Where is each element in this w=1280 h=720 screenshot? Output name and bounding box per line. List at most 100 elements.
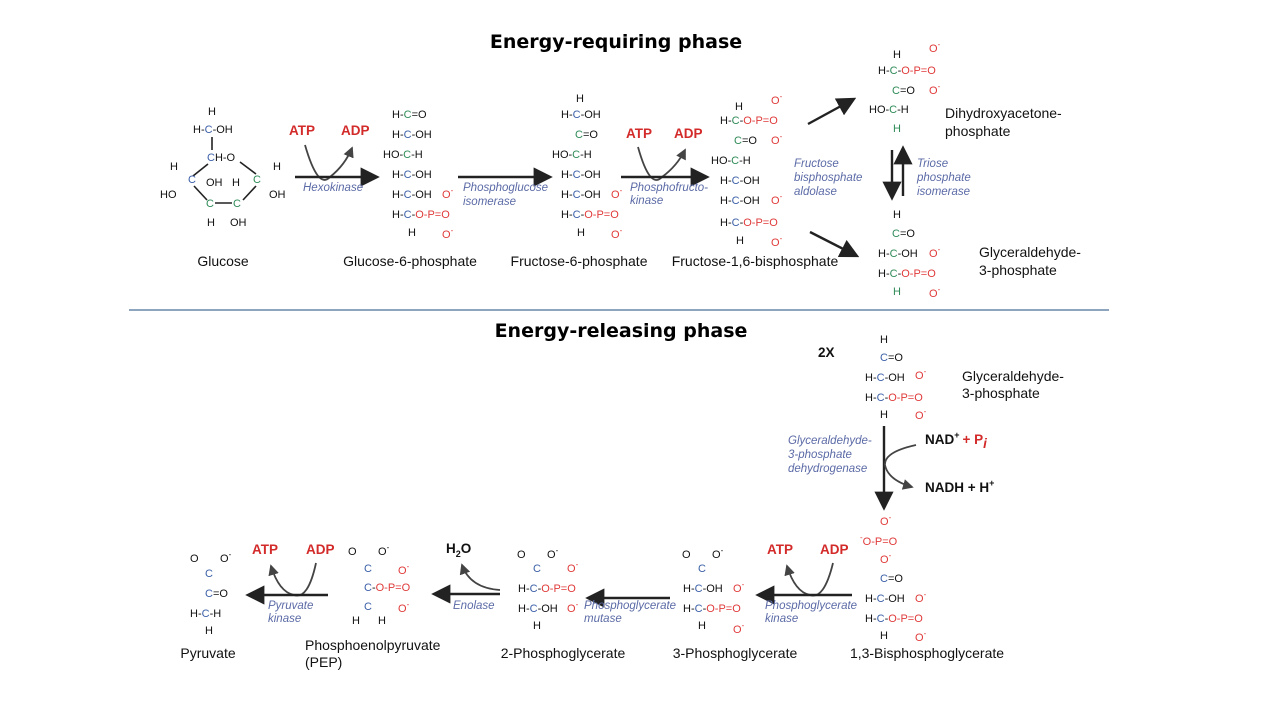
svg-text:H-C-OH: H-C-OH [561, 169, 601, 181]
svg-text:H-C-OH: H-C-OH [561, 189, 601, 201]
svg-text:C=O: C=O [734, 135, 757, 147]
svg-text:H: H [893, 209, 901, 221]
g3p2-label-1: Glyceraldehyde- [962, 368, 1064, 384]
svg-text:O-: O- [378, 543, 390, 558]
svg-text:H: H [408, 227, 416, 239]
svg-text:H: H [576, 93, 584, 105]
svg-text:O-: O- [771, 234, 783, 249]
svg-text:H: H [893, 286, 901, 298]
g3p-label-1: Glyceraldehyde- [979, 244, 1081, 260]
svg-text:O-: O- [929, 40, 941, 55]
svg-text:H: H [893, 123, 901, 135]
nad-curve [884, 444, 917, 490]
pk-label-1: Pyruvate [268, 600, 313, 612]
svg-text:HO-C-H: HO-C-H [552, 149, 592, 161]
svg-text:O-: O- [442, 226, 454, 241]
svg-text:H: H [880, 630, 888, 642]
svg-text:H: H [378, 615, 386, 627]
svg-text:H: H [736, 235, 744, 247]
svg-text:H-C-O-P=O: H-C-O-P=O [878, 65, 936, 77]
svg-text:H: H [533, 620, 541, 632]
glucose-6-phosphate-structure: H-C=O H-C-OH HO-C-H H-C-OH H-C-OH H-C-O-… [383, 109, 454, 241]
pgm-label-1: Phosphoglycerate [584, 600, 676, 612]
adp-label-4: ADP [306, 542, 335, 557]
pg3-label: 3-Phosphoglycerate [673, 645, 798, 661]
adp-atp-curve-4 [268, 562, 317, 597]
svg-text:C=O: C=O [575, 129, 598, 141]
svg-text:H-C-O-P=O: H-C-O-P=O [561, 209, 619, 221]
svg-text:O-: O- [915, 407, 927, 422]
svg-text:O-: O- [611, 186, 623, 201]
adp-atp-curve-3 [784, 562, 834, 597]
svg-text:C=O: C=O [880, 352, 903, 364]
svg-text:H-C-O-P=O: H-C-O-P=O [865, 392, 923, 404]
svg-text:C: C [233, 198, 241, 210]
svg-text:O: O [348, 546, 357, 558]
svg-text:HO: HO [160, 189, 177, 201]
fructose-6-phosphate-structure: H H-C-OH C=O HO-C-H H-C-OH H-C-OH H-C-O-… [552, 93, 623, 241]
f16bp-label: Fructose-1,6-bisphosphate [672, 253, 839, 269]
svg-text:H: H [880, 409, 888, 421]
pfk-label-1: Phosphofructo- [630, 182, 708, 194]
svg-text:H-C-OH: H-C-OH [720, 195, 760, 207]
pgm-label-2: mutase [584, 613, 622, 625]
dhap-label-1: Dihydroxyacetone- [945, 105, 1062, 121]
pgk-label-2: kinase [765, 613, 798, 625]
aldolase-label-3: aldolase [794, 186, 837, 198]
svg-text:H-C-O-P=O: H-C-O-P=O [683, 603, 741, 615]
svg-text:H: H [735, 101, 743, 113]
tpi-label-1: Triose [917, 158, 948, 170]
svg-text:C: C [364, 601, 372, 613]
svg-text:O-: O- [880, 513, 892, 528]
enolase-label: Enolase [453, 600, 495, 612]
svg-text:H-C=O: H-C=O [392, 109, 427, 121]
svg-text:H-C-OH: H-C-OH [392, 189, 432, 201]
svg-text:OH: OH [230, 217, 247, 229]
svg-text:C: C [364, 563, 372, 575]
svg-text:H-C-OH: H-C-OH [683, 583, 723, 595]
pg2-label: 2-Phosphoglycerate [501, 645, 626, 661]
svg-text:H-C-OH: H-C-OH [720, 175, 760, 187]
svg-text:O-: O- [220, 550, 232, 565]
aldolase-label-2: bisphosphate [794, 172, 862, 184]
pep-label-1: Phosphoenolpyruvate [305, 637, 441, 653]
svg-text:O-: O- [567, 560, 579, 575]
svg-text:OH: OH [269, 189, 286, 201]
svg-text:O: O [190, 553, 199, 565]
pg2-structure: O O- C O- H-C-O-P=O H-C-OH O- H [517, 546, 579, 632]
bpg13-structure: O- -O-P=O O- C=O H-C-OH O- H-C-O-P=O H O… [860, 513, 927, 644]
dhap-structure: H O- H-C-O-P=O C=O O- HO-C-H H [869, 40, 941, 135]
dhap-label-2: phosphate [945, 123, 1011, 139]
atp-label: ATP [289, 123, 315, 138]
svg-text:H-C-O-P=O: H-C-O-P=O [392, 209, 450, 221]
aldolase-label-1: Fructose [794, 158, 839, 170]
svg-text:H: H [205, 625, 213, 637]
g3p2-label-2: 3-phosphate [962, 385, 1040, 401]
atp-adp-curve-2 [637, 146, 686, 181]
svg-text:O-: O- [567, 600, 579, 615]
g3p-structure-top: H C=O H-C-OH O- H-C-O-P=O H O- [878, 209, 941, 300]
svg-text:H: H [273, 161, 281, 173]
pgi-label-1: Phosphoglucose [463, 182, 548, 194]
svg-text:O-: O- [915, 629, 927, 644]
svg-text:C=O: C=O [892, 228, 915, 240]
aldolase-arrow-down [809, 230, 860, 258]
svg-text:H: H [170, 161, 178, 173]
h2o-label: H2O [446, 541, 471, 559]
svg-text:C: C [533, 563, 541, 575]
svg-text:O-: O- [611, 226, 623, 241]
svg-text:H-C-OH: H-C-OH [392, 169, 432, 181]
atp-label-4: ATP [252, 542, 278, 557]
multiplier-2x: 2X [818, 345, 835, 360]
svg-text:H-C-O-P=O: H-C-O-P=O [720, 217, 778, 229]
svg-text:CH-O: CH-O [207, 152, 236, 164]
tpi-label-2: phosphate [916, 172, 971, 184]
svg-text:O-: O- [880, 551, 892, 566]
svg-text:O-: O- [915, 590, 927, 605]
svg-text:H: H [893, 49, 901, 61]
svg-text:O-: O- [547, 546, 559, 561]
svg-text:H-C-O-P=O: H-C-O-P=O [878, 268, 936, 280]
svg-text:O-: O- [771, 132, 783, 147]
svg-text:H-C-O-P=O: H-C-O-P=O [865, 613, 923, 625]
pgk-label-1: Phosphoglycerate [765, 600, 857, 612]
